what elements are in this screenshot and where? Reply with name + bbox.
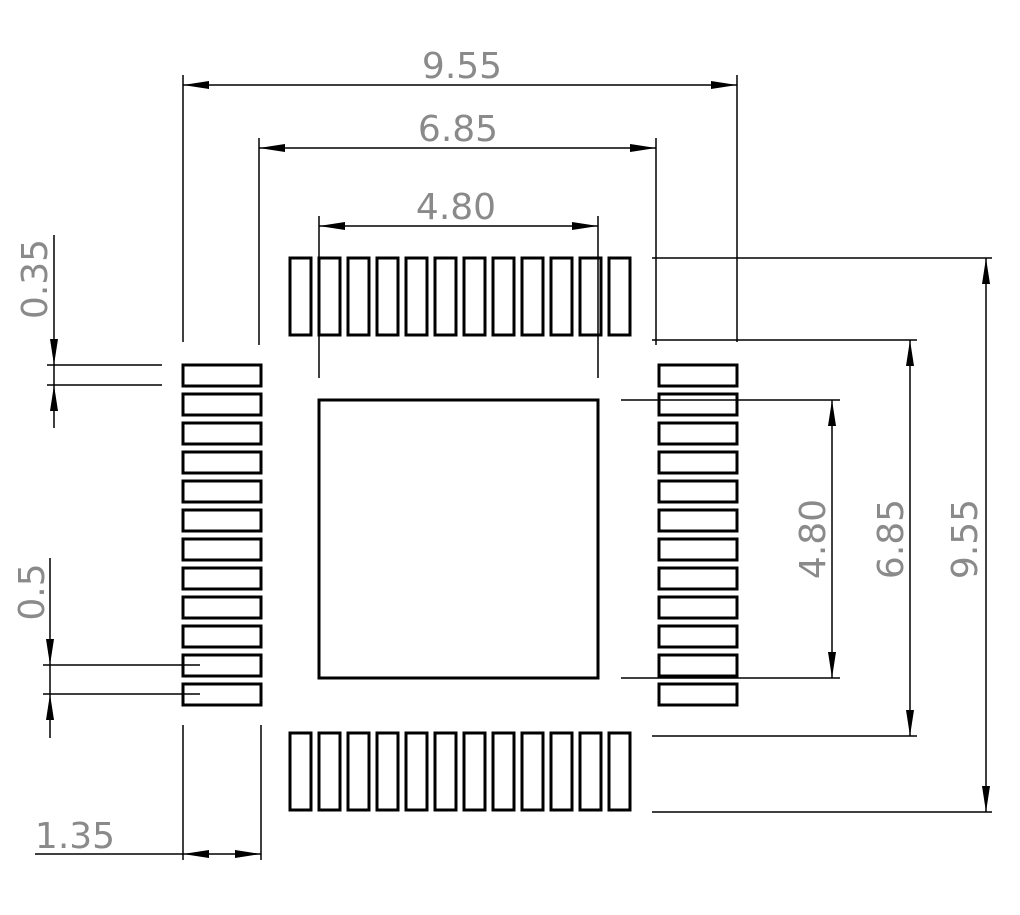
arrowhead: [906, 340, 914, 366]
arrowhead: [50, 339, 58, 365]
pad-bottom: [462, 731, 487, 812]
pad-bottom: [578, 731, 603, 812]
pad-bottom: [375, 731, 400, 812]
arrowhead: [319, 222, 345, 230]
pad-top: [607, 256, 632, 337]
pad-top: [346, 256, 371, 337]
pad-bottom: [520, 731, 545, 812]
pad-bottom: [549, 731, 574, 812]
pad-top: [520, 256, 545, 337]
pads-group: [181, 256, 739, 812]
arrowhead: [630, 144, 656, 152]
pad-right: [657, 682, 739, 707]
pad-top: [462, 256, 487, 337]
pad-right: [657, 566, 739, 591]
dim-thermal-width-label: 4.80: [416, 187, 496, 228]
arrowhead: [183, 81, 209, 89]
arrowhead: [183, 850, 209, 858]
thermal-pad: [317, 398, 600, 680]
pad-right: [657, 363, 739, 388]
dim-pitch-label: 0.5: [12, 563, 53, 620]
pad-right: [657, 624, 739, 649]
pad-bottom: [346, 731, 371, 812]
arrowhead: [46, 639, 54, 665]
arrowhead: [828, 652, 836, 678]
pad-left: [181, 479, 263, 504]
pad-left: [181, 363, 263, 388]
dim-pad-row-width-label: 6.85: [418, 109, 498, 150]
pad-left: [181, 537, 263, 562]
pad-right: [657, 479, 739, 504]
dim-overall-height-label: 9.55: [945, 499, 986, 579]
arrowhead: [572, 222, 598, 230]
pad-top: [288, 256, 313, 337]
pad-top: [491, 256, 516, 337]
arrowhead: [50, 385, 58, 411]
pad-right: [657, 421, 739, 446]
pad-bottom: [607, 731, 632, 812]
pad-right: [657, 537, 739, 562]
pad-left: [181, 624, 263, 649]
pad-left: [181, 566, 263, 591]
arrowhead: [259, 144, 285, 152]
pad-top: [578, 256, 603, 337]
dim-pad-width-label: 0.35: [15, 239, 56, 319]
pad-bottom: [491, 731, 516, 812]
pad-bottom: [288, 731, 313, 812]
pad-right: [657, 508, 739, 533]
arrowhead: [828, 400, 836, 426]
dim-thermal-height-label: 4.80: [793, 499, 834, 579]
pad-top: [317, 256, 342, 337]
arrowhead: [711, 81, 737, 89]
pad-bottom: [433, 731, 458, 812]
dim-overall-width-label: 9.55: [422, 46, 502, 87]
pad-top: [404, 256, 429, 337]
pad-left: [181, 595, 263, 620]
dim-pad-row-height-label: 6.85: [871, 499, 912, 579]
pad-right: [657, 450, 739, 475]
pad-top: [549, 256, 574, 337]
arrowhead: [982, 786, 990, 812]
arrowhead: [906, 710, 914, 736]
arrowhead: [982, 258, 990, 284]
arrowhead: [235, 850, 261, 858]
pad-left: [181, 450, 263, 475]
pad-right: [657, 653, 739, 678]
pad-top: [433, 256, 458, 337]
pad-left: [181, 421, 263, 446]
dimension-lines: [35, 75, 992, 860]
pad-bottom: [317, 731, 342, 812]
pad-right: [657, 595, 739, 620]
pad-top: [375, 256, 400, 337]
pad-left: [181, 508, 263, 533]
dim-pad-length-label: 1.35: [35, 816, 115, 857]
pad-bottom: [404, 731, 429, 812]
arrowhead: [46, 694, 54, 720]
pad-right: [657, 392, 739, 417]
pad-left: [181, 392, 263, 417]
